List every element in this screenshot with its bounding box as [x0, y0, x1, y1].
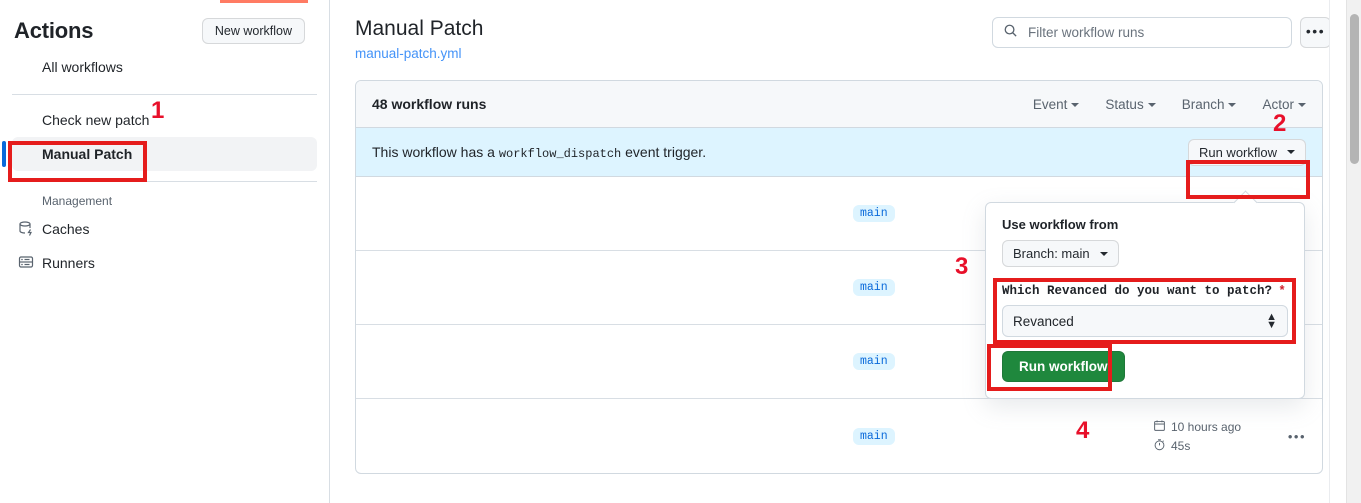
run-workflow-submit-button[interactable]: Run workflow: [1002, 351, 1125, 382]
workflow-nav-list: All workflows Check new patch Manual Pat…: [0, 50, 329, 280]
header-kebab-menu-button[interactable]: •••: [1300, 17, 1331, 48]
stopwatch-icon: [1153, 438, 1166, 454]
chevron-down-icon: [1228, 102, 1237, 107]
table-row[interactable]: main: [356, 177, 1322, 251]
page-load-progress-bar: [220, 0, 308, 3]
sidebar-item-label: Runners: [42, 255, 95, 271]
page-title-actions: Actions: [14, 18, 94, 43]
vertical-scrollbar-thumb[interactable]: [1350, 14, 1359, 164]
table-row[interactable]: main: [356, 251, 1322, 325]
run-date: 10 hours ago: [1153, 419, 1241, 435]
workflow-title: Manual Patch: [355, 17, 484, 40]
content-right-edge: [1329, 0, 1347, 503]
filter-bar: Event Status Branch Actor: [1033, 97, 1306, 112]
search-icon: [1003, 23, 1018, 43]
vertical-scrollbar[interactable]: [1346, 0, 1361, 503]
branch-badge[interactable]: main: [853, 205, 895, 222]
run-workflow-popover: Use workflow from Branch: main Which Rev…: [985, 202, 1305, 399]
workflow-dispatch-banner: This workflow has a workflow_dispatch ev…: [356, 128, 1322, 177]
filter-branch-label: Branch: [1181, 96, 1225, 112]
sidebar-item-label: Check new patch: [42, 112, 150, 128]
chevron-down-icon: [1298, 102, 1306, 107]
run-workflow-dropdown-button[interactable]: Run workflow: [1187, 138, 1306, 166]
dispatch-banner-text: This workflow has a workflow_dispatch ev…: [372, 144, 706, 161]
sidebar-item-label: Manual Patch: [42, 146, 133, 162]
new-workflow-button[interactable]: New workflow: [201, 18, 305, 44]
table-row[interactable]: main 10 hours ago: [356, 399, 1322, 473]
patch-target-field-label: Which Revanced do you want to patch? *: [1002, 283, 1288, 298]
patch-target-field-text: Which Revanced do you want to patch?: [1002, 284, 1273, 298]
workflow-file-link[interactable]: manual-patch.yml: [355, 46, 462, 61]
sidebar-header: Actions New workflow: [0, 0, 329, 50]
filter-branch[interactable]: Branch: [1182, 97, 1237, 112]
run-date-text: 10 hours ago: [1171, 419, 1242, 434]
workflow-runs-count: 48 workflow runs: [372, 96, 487, 112]
chevron-down-icon: [1147, 102, 1156, 107]
run-workflow-dropdown-label: Run workflow: [1198, 144, 1277, 160]
stepper-updown-icon: ▲▼: [1266, 311, 1277, 331]
branch-badge[interactable]: main: [853, 279, 895, 296]
run-duration-text: 45s: [1171, 438, 1191, 453]
filter-event-label: Event: [1032, 96, 1068, 112]
branch-selector-button[interactable]: Branch: main: [1002, 240, 1119, 267]
sidebar-divider: [12, 181, 317, 182]
cache-icon: [18, 220, 34, 236]
dispatch-event-code: workflow_dispatch: [498, 146, 622, 161]
row-kebab-menu-button[interactable]: •••: [1287, 428, 1306, 444]
sidebar-item-check-new-patch[interactable]: Check new patch: [12, 103, 317, 137]
actions-sidebar: Actions New workflow All workflows Check…: [0, 0, 330, 503]
run-workflow-popover-body: Use workflow from Branch: main Which Rev…: [986, 203, 1304, 398]
calendar-icon: [1153, 419, 1166, 435]
filter-event[interactable]: Event: [1033, 97, 1080, 112]
sidebar-item-manual-patch[interactable]: Manual Patch: [2, 137, 317, 171]
chevron-down-icon: [1099, 251, 1108, 256]
patch-target-select[interactable]: Revanced ▲▼: [1002, 305, 1288, 337]
chevron-down-icon: [1071, 102, 1080, 107]
sidebar-item-label: All workflows: [42, 59, 123, 75]
sidebar-item-all-workflows[interactable]: All workflows: [12, 50, 317, 84]
sidebar-group-management: Management: [42, 194, 113, 208]
main-content: Manual Patch manual-patch.yml 48 workflo…: [331, 0, 1361, 503]
sidebar-item-label: Caches: [42, 221, 90, 237]
use-workflow-from-label: Use workflow from: [1002, 217, 1119, 232]
filter-status-label: Status: [1105, 96, 1144, 112]
search-box[interactable]: [992, 17, 1292, 48]
patch-target-select-value: Revanced: [1013, 313, 1074, 329]
workflow-runs-header: 48 workflow runs Event Status Branch Act…: [356, 81, 1322, 128]
sidebar-divider: [12, 94, 317, 95]
runners-icon: [18, 254, 34, 270]
branch-badge[interactable]: main: [853, 427, 895, 445]
filter-actor[interactable]: Actor: [1262, 97, 1306, 112]
branch-selector-label: Branch: main: [1013, 246, 1090, 261]
sidebar-item-runners[interactable]: Runners: [12, 246, 317, 280]
sidebar-item-caches[interactable]: Caches: [12, 212, 317, 246]
branch-badge[interactable]: main: [853, 353, 895, 370]
dispatch-text-before: This workflow has a: [372, 143, 495, 160]
chevron-down-icon: [1287, 150, 1295, 154]
filter-status[interactable]: Status: [1105, 96, 1156, 112]
dispatch-text-after: event trigger.: [625, 143, 707, 160]
run-meta: 10 hours ago 45s: [1153, 419, 1241, 454]
main-inner: Manual Patch manual-patch.yml 48 workflo…: [331, 0, 1361, 474]
search-input[interactable]: [1026, 24, 1281, 41]
required-marker: *: [1279, 283, 1285, 297]
run-duration: 45s: [1153, 438, 1241, 454]
filter-actor-label: Actor: [1262, 96, 1294, 112]
header-actions: •••: [992, 17, 1331, 48]
